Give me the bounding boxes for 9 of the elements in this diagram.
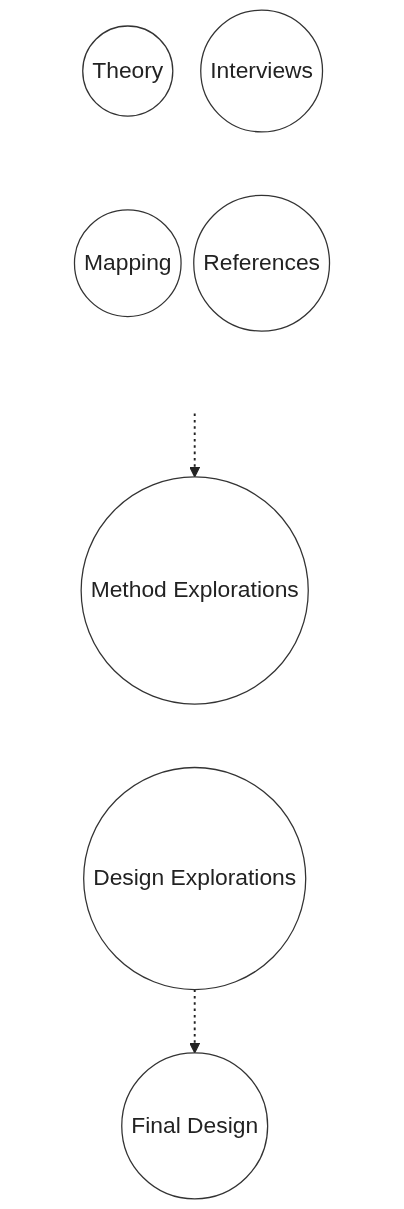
node-circle: Method Explorations bbox=[80, 476, 309, 705]
node-circle: References bbox=[193, 194, 331, 332]
node-circle: Mapping bbox=[73, 209, 182, 318]
node-circle: Design Explorations bbox=[83, 766, 307, 991]
node-circle: Interviews bbox=[200, 9, 324, 133]
node-circle: Final Design bbox=[121, 1052, 269, 1200]
arrow bbox=[189, 988, 201, 1054]
arrow bbox=[189, 412, 201, 478]
node-circle: Theory bbox=[82, 25, 174, 117]
